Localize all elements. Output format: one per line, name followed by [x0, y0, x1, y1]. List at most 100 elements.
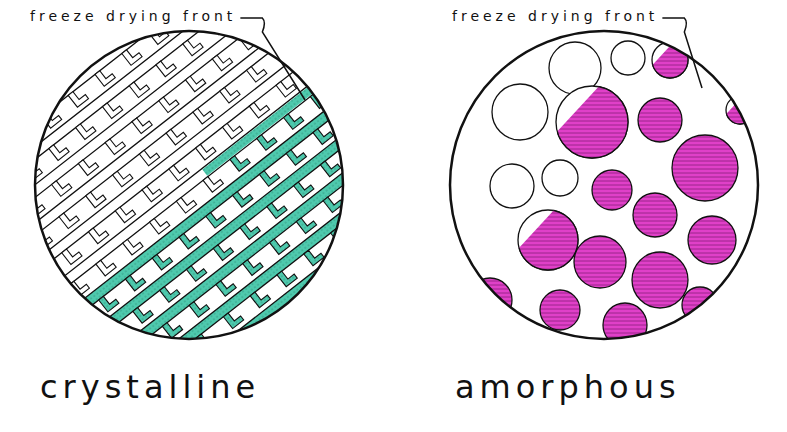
dendrite-branch — [0, 182, 16, 202]
empty-pore — [556, 86, 628, 158]
dendrite-branch — [203, 172, 223, 192]
dendrite-branch — [347, 135, 367, 155]
dendrite-branch — [186, 261, 206, 281]
dendrite-branch — [247, 62, 267, 82]
dendrite-branch — [86, 187, 106, 207]
amorphous-circle — [450, 31, 758, 339]
dendrite-branch — [276, 77, 296, 97]
empty-pore — [490, 164, 534, 208]
dendrite-group — [0, 0, 479, 432]
dendrite-branch — [179, 229, 199, 249]
dendrite-branch — [374, 114, 394, 134]
dendrite-branch — [78, 155, 98, 175]
filled-pore — [468, 278, 512, 322]
dendrite-branch — [303, 56, 323, 76]
dendrite-branch — [169, 160, 189, 180]
dendrite-branch — [243, 255, 263, 275]
dendrite-branch — [162, 318, 182, 338]
dendrite-branch — [368, 272, 388, 292]
filled-pore — [592, 170, 632, 210]
dendrite-branch — [414, 198, 434, 218]
dendrite-branch — [189, 297, 209, 317]
filled-pore — [638, 98, 682, 142]
leader-lines — [240, 18, 702, 100]
dendrite-branch — [212, 50, 232, 70]
dendrite-branch — [99, 291, 119, 311]
dendrite-branch — [330, 35, 350, 55]
dendrite-branch — [52, 176, 72, 196]
dendrite-branch — [294, 177, 314, 197]
dendrite-branch — [193, 103, 213, 123]
dendrite-branch — [270, 234, 290, 254]
dendrite-branch — [22, 161, 42, 181]
dendrite-branch — [220, 83, 240, 103]
dendrite-branch — [253, 323, 273, 343]
dendrite-branch — [156, 56, 176, 76]
dendrite-stem — [84, 129, 405, 383]
dendrite-branch — [222, 119, 242, 139]
leader-line — [240, 18, 305, 100]
dendrite-branch — [95, 66, 115, 86]
dendrite-branch — [357, 203, 377, 223]
dendrite-branch — [286, 145, 306, 165]
dendrite-branch — [411, 162, 431, 182]
dendrite-branch — [15, 129, 35, 149]
dendrite-branch — [180, 418, 200, 432]
empty-pore — [518, 210, 578, 270]
dendrite-branch — [377, 150, 397, 170]
dendrite-branch — [132, 113, 152, 133]
empty-pore — [652, 42, 688, 78]
dendrite-branch — [146, 0, 166, 8]
filled-pore — [603, 303, 647, 347]
filled-pore — [688, 216, 736, 264]
dendrite-branch — [129, 77, 149, 97]
dendrite-branch — [333, 260, 353, 280]
dendrite-branch — [59, 208, 79, 228]
dendrite-branch — [136, 339, 156, 359]
dendrite-branch — [183, 35, 203, 55]
dendrite-branch — [216, 276, 236, 296]
dendrite-branch — [340, 103, 360, 123]
dendrite-branch — [337, 67, 357, 87]
dendrite-branch — [166, 124, 186, 144]
dendrite-branch — [0, 150, 8, 170]
dendrite-stem — [47, 82, 368, 336]
dendrite-branch — [0, 218, 18, 238]
dendrite-stem — [0, 11, 313, 265]
callout-label: freeze drying front — [452, 8, 658, 24]
dendrite-branch — [49, 140, 69, 160]
dendrite-branch — [250, 287, 270, 307]
dendrite-branch — [96, 255, 116, 275]
dendrite-branch — [296, 213, 316, 233]
dendrite-stem — [10, 34, 331, 288]
dendrite-branch — [160, 282, 180, 302]
dendrite-branch — [146, 407, 166, 427]
dendrite-branch — [213, 240, 233, 260]
crystal-dendrites — [0, 0, 479, 432]
dendrite-branch — [65, 51, 85, 71]
dendrite-branch — [360, 239, 380, 259]
dendrite-branch — [260, 355, 280, 375]
dendrite-branch — [92, 30, 112, 50]
dendrite-branch — [5, 250, 25, 270]
dendrite-branch — [259, 166, 279, 186]
partly-filled-pore — [652, 42, 688, 78]
dendrite-branch — [79, 345, 99, 365]
dendrite-branch — [113, 166, 133, 186]
dendrite-branch — [223, 308, 243, 328]
dendrite-branch — [236, 0, 256, 14]
crystalline-circle — [35, 31, 343, 339]
dendrite-branch — [123, 234, 143, 254]
partly-filled-pore — [726, 96, 754, 124]
empty-pore — [726, 96, 754, 124]
dendrite-branch — [68, 87, 88, 107]
caption-label: amorphous — [455, 368, 681, 406]
dendrite-branch — [62, 244, 82, 264]
dendrite-branch — [0, 114, 5, 134]
dendrite-branch — [105, 134, 125, 154]
empty-pore — [542, 160, 578, 196]
dendrite-branch — [72, 312, 92, 332]
filled-pore — [632, 252, 688, 308]
dendrite-branch — [293, 0, 313, 8]
